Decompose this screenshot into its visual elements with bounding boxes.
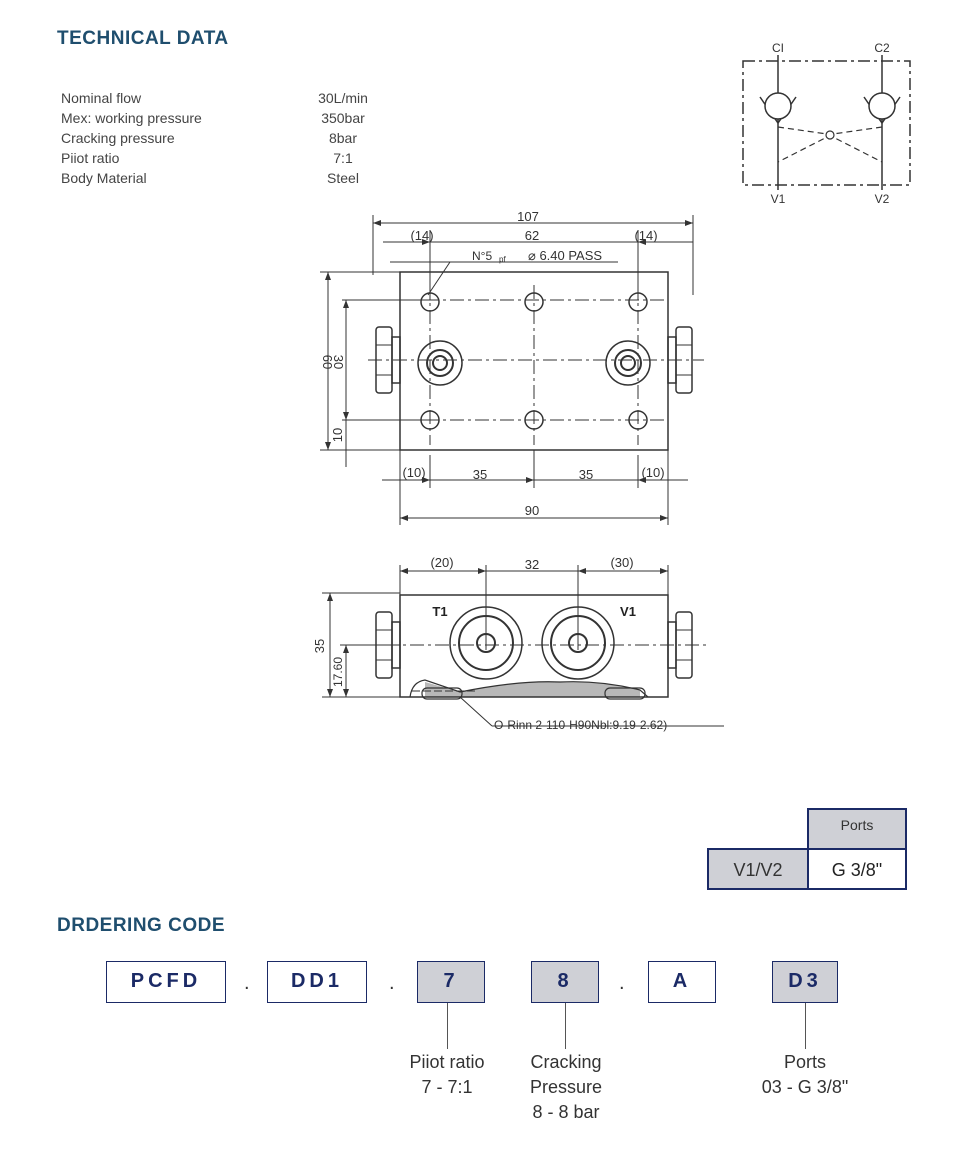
dim-port-height: 17.60 [331,657,345,687]
ports-table-header: Ports [807,808,907,848]
hole-diameter-note: ⌀ 6.40 PASS [528,248,602,263]
pilot-ratio-caption-value: 7 - 7:1 [421,1077,473,1097]
spec-value: Steel [327,170,359,186]
ordering-code-title: DRDERING CODE [57,915,226,936]
port-t1-marking: T1 [432,604,447,619]
spec-label: Body Material [61,170,147,186]
ports-leader [805,1003,806,1049]
ports-table-row-label: V1/V2 [707,848,807,890]
dim-front-right-offset: (30) [610,555,633,570]
oring-note: O-Rinn 2-110-H90Nbl:9.19-2.62) [494,718,667,732]
dim-right-edge: (10) [641,465,664,480]
port-c2-label: C2 [874,41,890,55]
code-box-ports: D3 [772,961,838,1003]
dim-front-left-offset: (20) [430,555,453,570]
dim-body-width: 90 [525,503,539,518]
spec-value: 30L/min [318,90,368,106]
dim-front-height: 35 [312,639,327,653]
port-v1-marking: V1 [620,604,636,619]
cracking-caption-line1: Cracking [530,1052,602,1072]
code-box-type: DD1 [267,961,367,1003]
ports-table-row-value: G 3/8" [807,848,907,890]
dim-overall-width: 107 [517,209,539,224]
spec-value: 8bar [328,130,358,146]
port-v2-label: V2 [875,192,890,206]
pilot-ratio-caption: Piiot ratio 7 - 7:1 [387,1050,507,1100]
dim-height: 60 [320,355,335,369]
pilot-ratio-leader [447,1003,448,1049]
spec-label: Piiot ratio [61,150,120,166]
code-separator: . [619,972,625,994]
dim-inner-height: 30 [331,355,346,369]
dim-hole-spacing: 62 [525,228,539,243]
cracking-caption-line2: Pressure [529,1077,603,1097]
spec-label: Cracking pressure [61,130,175,146]
code-separator: . [389,972,395,994]
cracking-caption-value: 8 - 8 bar [532,1102,600,1122]
dim-left-offset: (14) [410,228,433,243]
top-view-drawing: 107 (14) 62 (14) N°5 pf ⌀ 6.40 PASS 60 3… [320,209,704,525]
dim-port-spacing: 32 [525,557,539,572]
ports-caption: Ports 03 - G 3/8" [740,1050,870,1100]
spec-value: 7:1 [333,150,353,166]
schematic-frame [742,60,911,186]
cracking-pressure-caption: Cracking Pressure 8 - 8 bar [505,1050,627,1125]
port-c1-label: CI [772,41,784,55]
dim-spacing-right: 35 [579,467,593,482]
dim-bottom-offset: 10 [330,428,345,442]
hole-count-subscript: pf [499,255,506,264]
technical-data-title: TECHNICAL DATA [57,28,229,49]
pilot-line-icon [777,126,883,163]
dim-right-offset: (14) [634,228,657,243]
code-box-pilot-ratio: 7 [417,961,485,1003]
dim-spacing-left: 35 [473,467,487,482]
code-box-option: A [648,961,716,1003]
dim-left-edge: (10) [402,465,425,480]
port-v1-label: V1 [771,192,786,206]
pilot-ratio-caption-title: Piiot ratio [409,1052,485,1072]
ports-caption-title: Ports [783,1052,826,1072]
spec-value: 350bar [321,110,365,126]
cracking-pressure-leader [565,1003,566,1049]
spec-label: Nominal flow [61,90,142,106]
front-view-drawing: (20) 32 (30) 35 17.60 T1 V1 O-Rinn 2-110… [312,555,724,732]
hole-count-note: N°5 [472,249,492,263]
spec-label: Mex: working pressure [61,110,202,126]
ports-caption-value: 03 - G 3/8" [761,1077,849,1097]
hydraulic-schematic: CI C2 V1 V2 [742,41,911,206]
code-box-series: PCFD [106,961,226,1003]
code-box-cracking-pressure: 8 [531,961,599,1003]
code-separator: . [244,972,250,994]
